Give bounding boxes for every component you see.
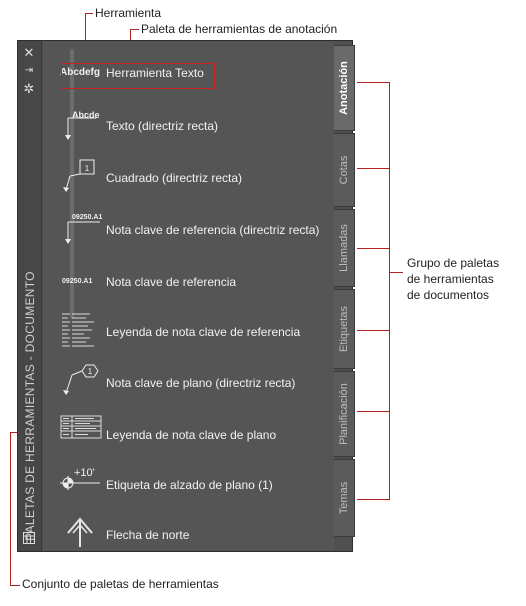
palette-set-menu-icon[interactable] [21, 531, 37, 547]
tool-cuadrado-directriz[interactable]: 1 Cuadrado (directriz recta) [56, 156, 326, 202]
tool-label: Herramienta Texto [106, 66, 204, 80]
tool-label: Nota clave de referencia [106, 275, 237, 289]
tool-label: Nota clave de referencia (directriz rect… [106, 223, 320, 237]
text-sample-icon: Abcdefg [60, 67, 100, 78]
tab-temas[interactable]: Temas [334, 459, 355, 537]
keynote-icon: 09250.A1 [62, 278, 93, 285]
tool-label: Texto (directriz recta) [106, 119, 219, 133]
tool-highlight-box [61, 63, 215, 89]
tab-etiquetas[interactable]: Etiquetas [334, 289, 355, 369]
tab-anotacion[interactable]: Anotación [334, 45, 355, 131]
palette-set-title: PALETAS DE HERRAMIENTAS - DOCUMENTO [23, 271, 37, 541]
callout-grupo-line2: de herramientas [407, 272, 494, 286]
tool-label: Cuadrado (directriz recta) [106, 171, 243, 185]
leader-conjunto-top [10, 432, 18, 433]
tool-palette-window: ✕ ⇥ ✲ PALETAS DE HERRAMIENTAS - DOCUMENT… [17, 40, 355, 552]
leader-conjunto-vertical [10, 432, 11, 585]
tool-etiqueta-alzado[interactable]: +10' Etiqueta de alzado de plano (1) [56, 463, 326, 509]
palette-title-bar[interactable]: ✕ ⇥ ✲ PALETAS DE HERRAMIENTAS - DOCUMENT… [18, 41, 42, 551]
tool-leyenda-nota-clave-plano[interactable]: Leyenda de nota clave de plano [56, 413, 326, 459]
leader-tab-etiquetas [357, 330, 389, 331]
callout-grupo-line3: de documentos [407, 288, 490, 302]
tool-nota-clave[interactable]: 09250.A1 Nota clave de referencia [56, 260, 326, 306]
palette-content [43, 41, 334, 551]
leader-paleta-horizontal [130, 29, 139, 30]
properties-icon[interactable]: ✲ [23, 81, 35, 96]
tool-nota-clave-plano-directriz[interactable]: 1 Nota clave de plano (directriz recta) [56, 361, 326, 407]
leader-tab-anotacion [357, 82, 389, 83]
leader-grupo-stub [389, 272, 403, 273]
callout-grupo-line1: Grupo de paletas [407, 256, 500, 270]
square-leader-icon: 1 [60, 156, 104, 202]
tool-label: Leyenda de nota clave de referencia [106, 325, 301, 339]
tool-texto-directriz[interactable]: Abcde Texto (directriz recta) [56, 104, 326, 150]
north-arrow-icon [60, 513, 104, 559]
close-icon[interactable]: ✕ [23, 45, 35, 60]
svg-text:1: 1 [85, 164, 90, 173]
elevation-label-icon: +10' [60, 463, 104, 509]
tool-label: Flecha de norte [106, 528, 190, 542]
leader-tab-planificacion [357, 411, 389, 412]
callout-herramienta: Herramienta [95, 6, 162, 20]
callout-paleta-anotacion: Paleta de herramientas de anotación [141, 22, 338, 36]
callout-conjunto: Conjunto de paletas de herramientas [22, 577, 219, 591]
tool-herramienta-texto[interactable]: Abcdefg Herramienta Texto [56, 51, 326, 97]
hexagon-leader-icon: 1 [60, 361, 104, 407]
keynote-legend-icon [60, 310, 104, 356]
tool-leyenda-nota-clave[interactable]: Leyenda de nota clave de referencia [56, 310, 326, 356]
tab-llamadas[interactable]: Llamadas [334, 209, 355, 287]
keynote-leader-icon: 09250.A1 [60, 208, 104, 254]
leader-tab-temas [357, 499, 389, 500]
leader-tab-llamadas [357, 248, 389, 249]
leader-tab-cotas [357, 168, 389, 169]
leader-grupo-bracket [389, 82, 390, 500]
auto-hide-icon[interactable]: ⇥ [24, 65, 34, 76]
svg-text:1: 1 [88, 367, 93, 376]
leader-paleta-vertical [130, 29, 131, 44]
leader-herramienta-horizontal [85, 13, 93, 14]
plan-legend-icon [60, 413, 104, 459]
tab-planificacion[interactable]: Planificación [334, 371, 355, 457]
tool-label: Etiqueta de alzado de plano (1) [106, 478, 273, 492]
tool-nota-clave-directriz[interactable]: 09250.A1 Nota clave de referencia (direc… [56, 208, 326, 254]
tab-cotas[interactable]: Cotas [334, 133, 355, 207]
tool-label: Nota clave de plano (directriz recta) [106, 376, 296, 390]
tool-flecha-norte[interactable]: Flecha de norte [56, 513, 326, 559]
scrollbar[interactable] [70, 49, 74, 319]
tool-label: Leyenda de nota clave de plano [106, 428, 277, 442]
text-leader-icon: Abcde [60, 104, 104, 150]
leader-conjunto-bottom [10, 585, 20, 586]
